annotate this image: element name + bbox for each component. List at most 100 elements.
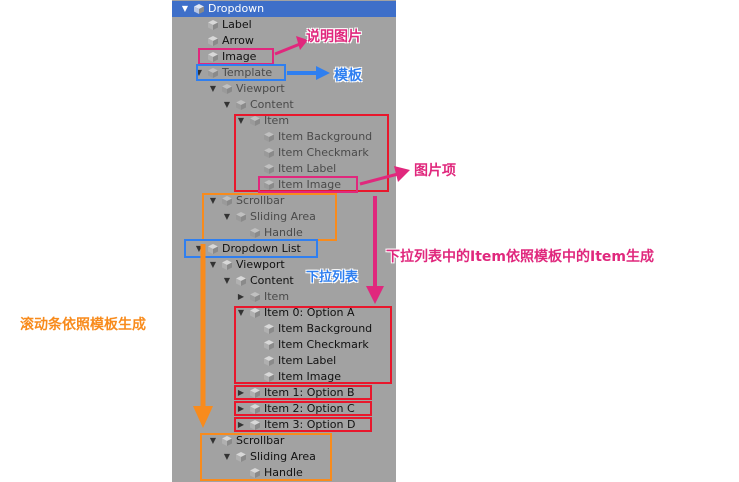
hierarchy-row[interactable]: ▼ Sliding Area — [172, 449, 396, 465]
hierarchy-row[interactable]: ▼ Scrollbar — [172, 433, 396, 449]
template-note: 模板 — [334, 68, 362, 84]
hierarchy-row-label: Item Image — [278, 178, 341, 191]
hierarchy-row[interactable]: Item Background — [172, 321, 396, 337]
hierarchy-row-label: Sliding Area — [250, 210, 316, 223]
hierarchy-row-label: Item 2: Option C — [264, 402, 355, 415]
collapsed-arrow-icon[interactable]: ▶ — [237, 388, 245, 397]
gameobject-cube-icon — [236, 452, 246, 462]
collapsed-arrow-icon[interactable]: ▶ — [237, 404, 245, 413]
expand-arrow-icon[interactable]: ▼ — [209, 436, 217, 445]
hierarchy-row[interactable]: ▶ Item — [172, 289, 396, 305]
hierarchy-row[interactable]: Handle — [172, 465, 396, 481]
hierarchy-row[interactable]: Item Background — [172, 129, 396, 145]
hierarchy-row-label: Item — [264, 114, 290, 127]
dropdown-list-note: 下拉列表 — [306, 270, 359, 285]
hierarchy-row[interactable]: ▼ Scrollbar — [172, 193, 396, 209]
hierarchy-row[interactable]: ▼Item 0: Option A — [172, 305, 396, 321]
gameobject-cube-icon — [264, 148, 274, 158]
gameobject-cube-icon — [250, 420, 260, 430]
hierarchy-row-label: Image — [222, 50, 257, 63]
expand-arrow-icon[interactable]: ▼ — [181, 4, 189, 13]
generated-items-note: 下拉列表中的Item依照模板中的Item生成 — [386, 249, 654, 265]
hierarchy-row-label: Scrollbar — [236, 194, 285, 207]
collapsed-arrow-icon[interactable]: ▶ — [237, 420, 245, 429]
expand-arrow-icon[interactable]: ▼ — [209, 196, 217, 205]
hierarchy-row[interactable]: ▼ Dropdown — [172, 1, 396, 17]
hierarchy-row-label: Item 1: Option B — [264, 386, 355, 399]
gameobject-cube-icon — [208, 36, 218, 46]
gameobject-cube-icon — [250, 388, 260, 398]
hierarchy-row-label: Item 3: Option D — [264, 418, 356, 431]
gameobject-cube-icon — [208, 244, 218, 254]
expand-arrow-icon[interactable]: ▼ — [209, 260, 217, 269]
hierarchy-row[interactable]: Item Checkmark — [172, 337, 396, 353]
hierarchy-row[interactable]: ▼ Viewport — [172, 81, 396, 97]
hierarchy-row[interactable]: Item Image — [172, 369, 396, 385]
hierarchy-row[interactable]: Item Image — [172, 177, 396, 193]
expand-arrow-icon[interactable]: ▼ — [237, 116, 245, 125]
gameobject-cube-icon — [222, 196, 232, 206]
hierarchy-row[interactable]: Item Label — [172, 353, 396, 369]
item-image-note-arrowhead — [394, 166, 410, 182]
hierarchy-row-label: Item Background — [278, 322, 373, 335]
gameobject-cube-icon — [250, 292, 260, 302]
hierarchy-row-label: Dropdown — [208, 2, 265, 15]
hierarchy-row-label: Content — [250, 274, 294, 287]
expand-arrow-icon[interactable]: ▼ — [223, 100, 231, 109]
gameobject-cube-icon — [264, 356, 274, 366]
hierarchy-row[interactable]: ▼Content — [172, 97, 396, 113]
collapsed-arrow-icon[interactable]: ▶ — [237, 292, 245, 301]
gameobject-cube-icon — [236, 100, 246, 110]
hierarchy-row-label: Viewport — [236, 82, 285, 95]
item-image-note: 图片项 — [414, 163, 456, 179]
gameobject-cube-icon — [208, 68, 218, 78]
hierarchy-row-label: Handle — [264, 226, 303, 239]
expand-arrow-icon[interactable]: ▼ — [223, 452, 231, 461]
image-note: 说明图片 — [306, 29, 362, 45]
hierarchy-row-label: Item Checkmark — [278, 338, 369, 351]
gameobject-cube-icon — [264, 340, 274, 350]
expand-arrow-icon[interactable]: ▼ — [195, 68, 203, 77]
gameobject-cube-icon — [222, 84, 232, 94]
hierarchy-row[interactable]: ▼ Template — [172, 65, 396, 81]
expand-arrow-icon[interactable]: ▼ — [237, 308, 245, 317]
hierarchy-row-label: Label — [222, 18, 252, 31]
expand-arrow-icon[interactable]: ▼ — [209, 84, 217, 93]
hierarchy-row-label: Item — [264, 290, 290, 303]
hierarchy-row[interactable]: ▶ Item 2: Option C — [172, 401, 396, 417]
hierarchy-row[interactable]: ▶ Item 3: Option D — [172, 417, 396, 433]
gameobject-cube-icon — [250, 116, 260, 126]
expand-arrow-icon[interactable]: ▼ — [223, 276, 231, 285]
gameobject-cube-icon — [236, 276, 246, 286]
expand-arrow-icon[interactable]: ▼ — [223, 212, 231, 221]
gameobject-cube-icon — [194, 4, 204, 14]
hierarchy-row[interactable]: ▼ Viewport — [172, 257, 396, 273]
gameobject-cube-icon — [208, 20, 218, 30]
hierarchy-row[interactable]: Image — [172, 49, 396, 65]
gameobject-cube-icon — [208, 52, 218, 62]
hierarchy-row-label: Sliding Area — [250, 450, 316, 463]
hierarchy-row[interactable]: Label — [172, 17, 396, 33]
hierarchy-row[interactable]: Item Label — [172, 161, 396, 177]
hierarchy-row[interactable]: ▶ Item 1: Option B — [172, 385, 396, 401]
hierarchy-row-label: Viewport — [236, 258, 285, 271]
hierarchy-row[interactable]: ▼ Content — [172, 273, 396, 289]
hierarchy-row-label: Item Image — [278, 370, 341, 383]
hierarchy-row-label: Item Label — [278, 354, 337, 367]
gameobject-cube-icon — [250, 468, 260, 478]
hierarchy-row-label: Dropdown List — [222, 242, 301, 255]
expand-arrow-icon[interactable]: ▼ — [195, 244, 203, 253]
hierarchy-row[interactable]: Handle — [172, 225, 396, 241]
hierarchy-row[interactable]: ▼ Dropdown List — [172, 241, 396, 257]
hierarchy-row[interactable]: Item Checkmark — [172, 145, 396, 161]
hierarchy-row[interactable]: ▼ Item — [172, 113, 396, 129]
gameobject-cube-icon — [264, 372, 274, 382]
hierarchy-row-label: Handle — [264, 466, 303, 479]
hierarchy-row[interactable]: Arrow — [172, 33, 396, 49]
hierarchy-row-label: Item Label — [278, 162, 337, 175]
hierarchy-row-label: Template — [222, 66, 273, 79]
hierarchy-row-label: Scrollbar — [236, 434, 285, 447]
hierarchy-row-label: Arrow — [222, 34, 254, 47]
hierarchy-row[interactable]: ▼ Sliding Area — [172, 209, 396, 225]
